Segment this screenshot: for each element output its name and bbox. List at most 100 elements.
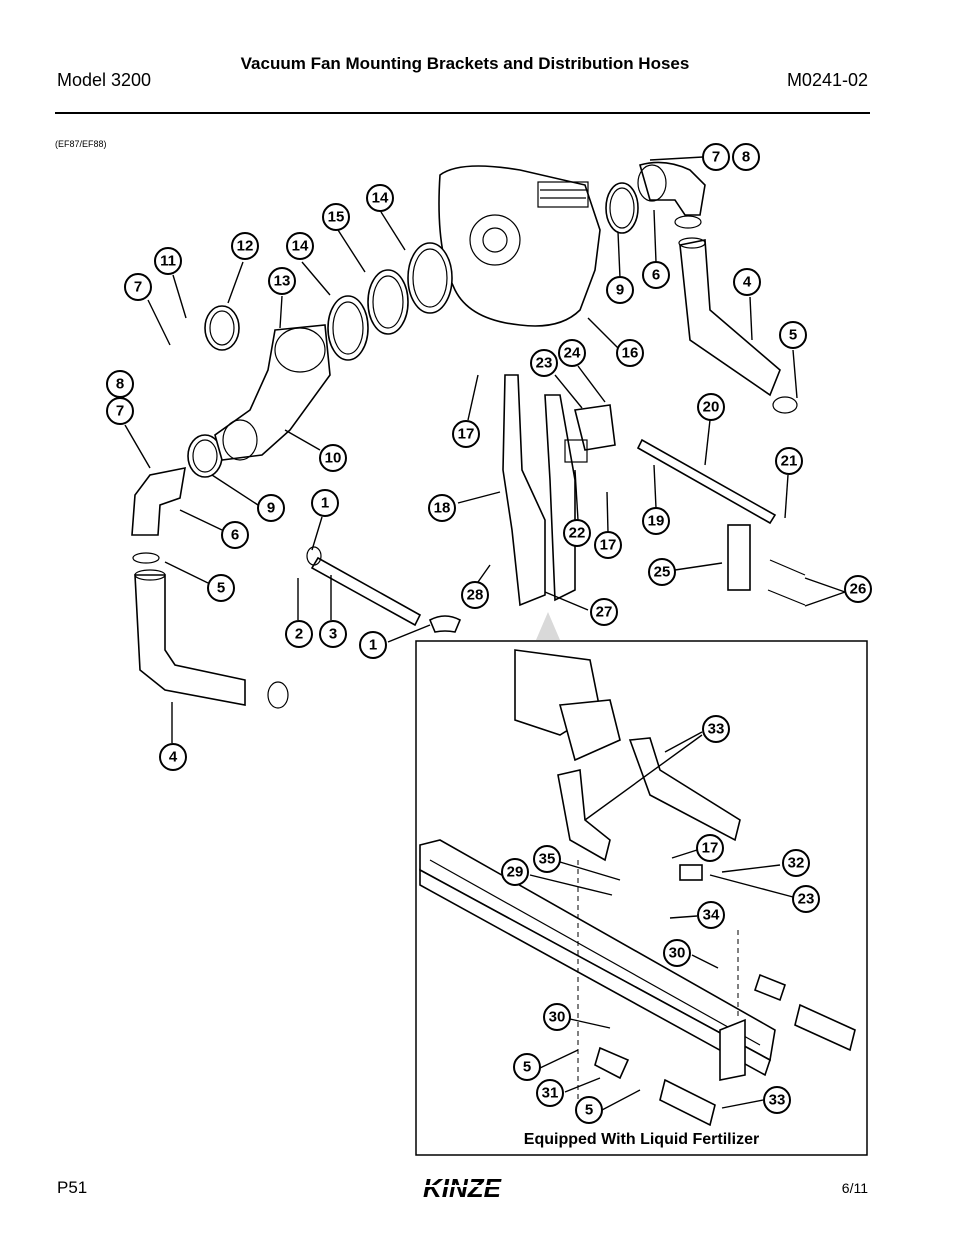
inset-caption: Equipped With Liquid Fertilizer <box>523 1131 760 1148</box>
svg-text:14: 14 <box>292 238 309 255</box>
svg-text:26: 26 <box>850 581 867 598</box>
svg-text:9: 9 <box>616 282 624 299</box>
callout-5: 5 <box>513 1053 541 1081</box>
svg-text:31: 31 <box>542 1085 559 1102</box>
callout-33: 33 <box>763 1086 791 1114</box>
callout-23: 23 <box>792 885 820 913</box>
callout-28: 28 <box>461 581 489 609</box>
callout-34: 34 <box>697 901 725 929</box>
svg-text:24: 24 <box>564 345 581 362</box>
svg-text:6: 6 <box>652 267 660 284</box>
callout-5: 5 <box>207 574 235 602</box>
svg-text:5: 5 <box>523 1059 531 1076</box>
svg-text:4: 4 <box>169 749 178 766</box>
callouts-inset: 33 35 17 32 29 23 34 30 30 5 31 5 33 <box>501 715 820 1124</box>
page-number: P51 <box>57 1178 88 1197</box>
callout-31: 31 <box>536 1079 564 1107</box>
support-shaft <box>636 438 806 606</box>
fan-adapter <box>214 324 331 461</box>
callout-17: 17 <box>452 420 480 448</box>
svg-text:27: 27 <box>596 604 613 621</box>
svg-text:28: 28 <box>467 587 484 604</box>
callout-4: 4 <box>159 743 187 771</box>
callout-32: 32 <box>782 849 810 877</box>
callout-1: 1 <box>311 489 339 517</box>
svg-text:4: 4 <box>743 274 752 291</box>
hoses <box>132 215 798 709</box>
callout-7: 7 <box>124 273 152 301</box>
svg-text:17: 17 <box>600 537 617 554</box>
svg-text:17: 17 <box>458 426 475 443</box>
callout-27: 27 <box>590 598 618 626</box>
kinze-logo: KINZE <box>408 1173 518 1203</box>
svg-text:30: 30 <box>549 1009 566 1026</box>
svg-text:2: 2 <box>295 626 303 643</box>
header-rule <box>55 112 870 114</box>
callout-29: 29 <box>501 858 529 886</box>
callout-8: 8 <box>732 143 760 171</box>
callout-16: 16 <box>616 339 644 367</box>
svg-text:5: 5 <box>217 580 225 597</box>
inset-frame <box>415 640 868 1156</box>
callout-24: 24 <box>558 339 586 367</box>
svg-text:14: 14 <box>372 190 389 207</box>
svg-text:25: 25 <box>654 564 671 581</box>
callout-6: 6 <box>221 521 249 549</box>
svg-text:7: 7 <box>116 403 124 420</box>
callout-33: 33 <box>702 715 730 743</box>
callout-14: 14 <box>286 232 314 260</box>
callout-10: 10 <box>319 444 347 472</box>
revision-date: 6/11 <box>841 1180 868 1196</box>
model-label: Model 3200 <box>57 70 152 90</box>
svg-text:32: 32 <box>788 855 805 872</box>
gaskets <box>187 182 639 478</box>
svg-text:16: 16 <box>622 345 639 362</box>
callout-4: 4 <box>733 268 761 296</box>
svg-text:7: 7 <box>712 149 720 166</box>
callout-30: 30 <box>663 939 691 967</box>
callout-1: 1 <box>359 631 387 659</box>
elbows <box>131 161 706 536</box>
svg-text:7: 7 <box>134 279 142 296</box>
svg-text:8: 8 <box>116 376 124 393</box>
callout-17: 17 <box>696 834 724 862</box>
callout-5: 5 <box>575 1096 603 1124</box>
inset-pointer <box>536 612 560 640</box>
svg-text:23: 23 <box>536 355 553 372</box>
svg-text:12: 12 <box>237 238 254 255</box>
svg-text:21: 21 <box>781 453 798 470</box>
callout-20: 20 <box>697 393 725 421</box>
svg-text:9: 9 <box>267 500 275 517</box>
callout-7: 7 <box>702 143 730 171</box>
svg-text:11: 11 <box>160 253 176 270</box>
svg-text:20: 20 <box>703 399 720 416</box>
callout-15: 15 <box>322 203 350 231</box>
svg-text:1: 1 <box>369 637 377 654</box>
callout-6: 6 <box>642 261 670 289</box>
callout-22: 22 <box>563 519 591 547</box>
svg-text:19: 19 <box>648 513 665 530</box>
svg-text:8: 8 <box>742 149 750 166</box>
svg-text:29: 29 <box>507 864 524 881</box>
svg-text:1: 1 <box>321 495 329 512</box>
callout-30: 30 <box>543 1003 571 1031</box>
callouts-main: 7 8 9 6 4 5 16 14 15 14 12 11 13 7 8 7 1… <box>106 143 872 771</box>
svg-text:33: 33 <box>769 1092 786 1109</box>
svg-text:KINZE: KINZE <box>423 1173 502 1203</box>
svg-text:33: 33 <box>708 721 725 738</box>
svg-text:17: 17 <box>702 840 719 857</box>
callout-9: 9 <box>257 494 285 522</box>
inset-leader-lines <box>529 731 794 1111</box>
figure-code: (EF87/EF88) <box>55 139 107 149</box>
mounting-brackets <box>502 374 616 607</box>
callout-5: 5 <box>779 321 807 349</box>
svg-text:10: 10 <box>325 450 342 467</box>
svg-text:13: 13 <box>274 273 291 290</box>
svg-text:6: 6 <box>231 527 239 544</box>
callout-19: 19 <box>642 507 670 535</box>
svg-text:5: 5 <box>585 1102 593 1119</box>
page-title: Vacuum Fan Mounting Brackets and Distrib… <box>240 54 690 73</box>
callout-25: 25 <box>648 558 676 586</box>
callout-14: 14 <box>366 184 394 212</box>
